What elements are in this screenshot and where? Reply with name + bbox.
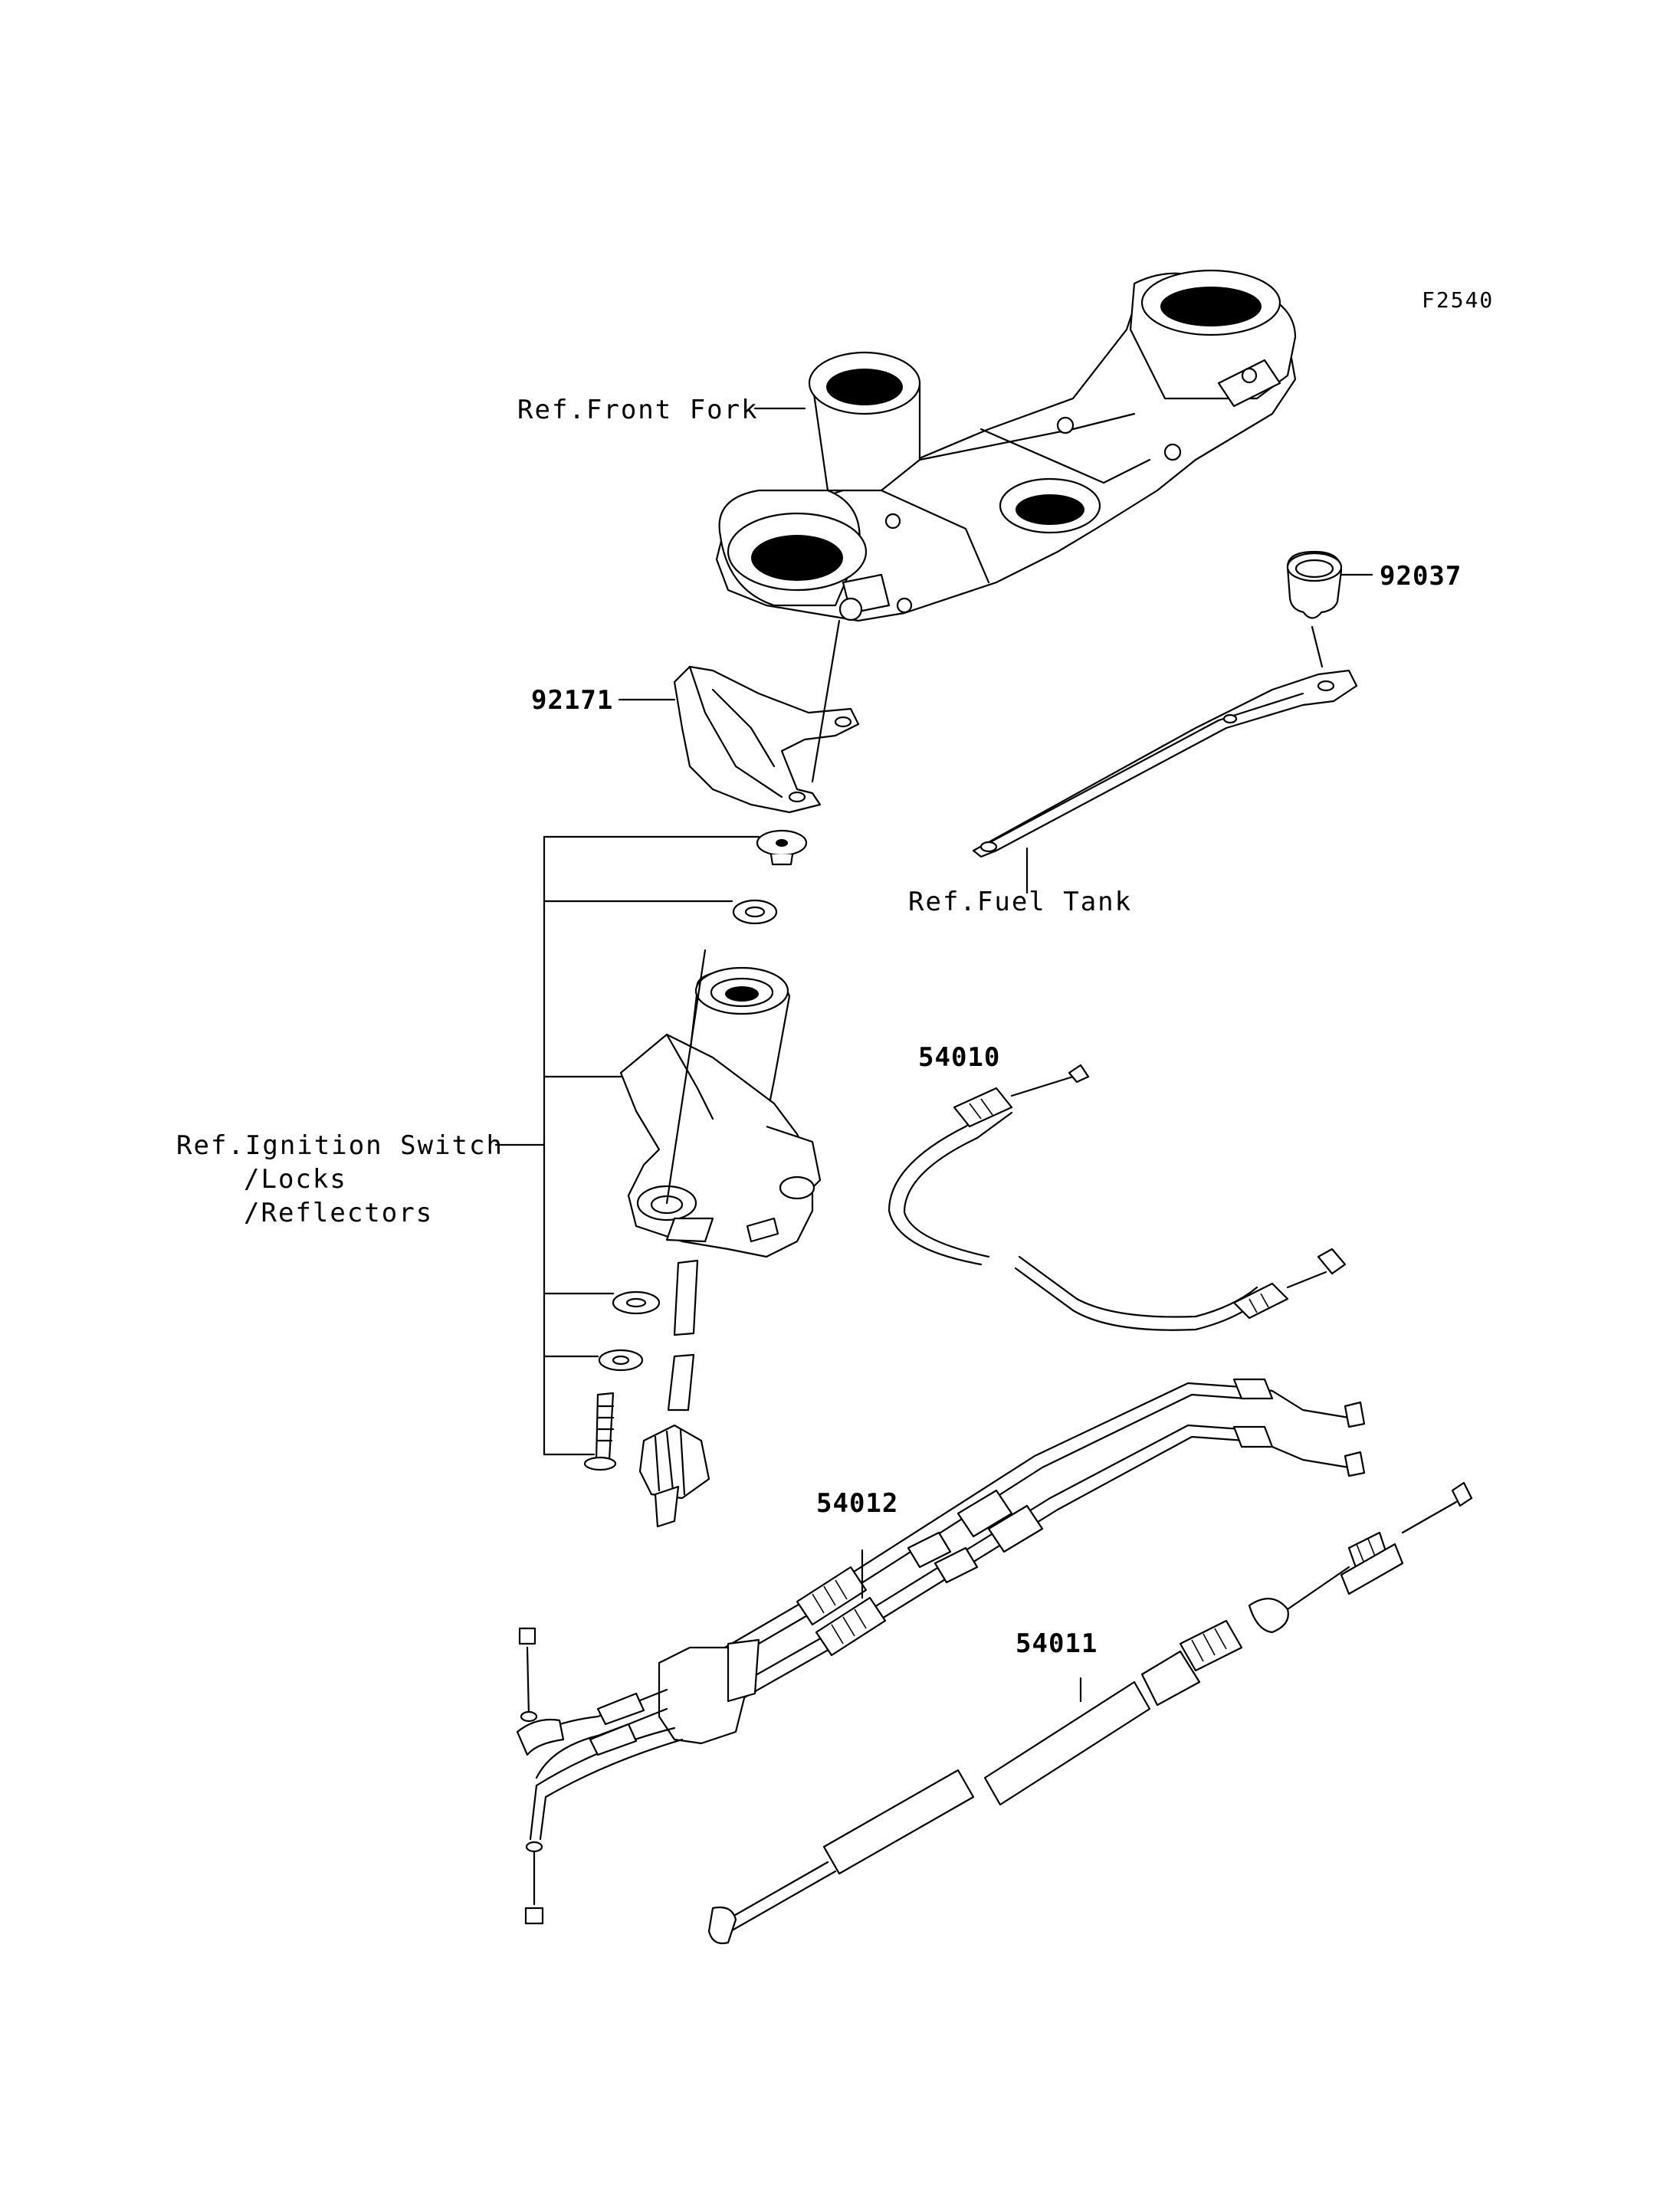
cable-54011 [707, 1481, 1473, 1945]
ref-ignition-switch-label: Ref.Ignition Switch [176, 1130, 504, 1161]
part-number-92037[interactable]: 92037 [1380, 561, 1462, 592]
upper-triple-clamp [715, 269, 1297, 622]
grommet-92037 [1286, 550, 1343, 668]
ref-fuel-tank-label: Ref.Fuel Tank [908, 887, 1133, 917]
ignition-leader-bracket [494, 835, 760, 1456]
part-number-54011[interactable]: 54011 [1016, 1628, 1098, 1659]
ref-reflectors-label: /Reflectors [244, 1198, 434, 1228]
cable-54012 [516, 1378, 1366, 1925]
ignition-switch [583, 829, 822, 1528]
ref-locks-label: /Locks [244, 1164, 347, 1195]
fuel-tank-stay [972, 669, 1358, 858]
bracket-92171 [673, 619, 860, 814]
figure-code: F2540 [1422, 287, 1495, 313]
part-number-92171[interactable]: 92171 [531, 685, 614, 716]
ref-front-fork-label: Ref.Front Fork [517, 395, 759, 425]
part-number-54012[interactable]: 54012 [816, 1488, 899, 1519]
cable-54010 [888, 1064, 1347, 1331]
part-number-54010[interactable]: 54010 [918, 1042, 1001, 1073]
